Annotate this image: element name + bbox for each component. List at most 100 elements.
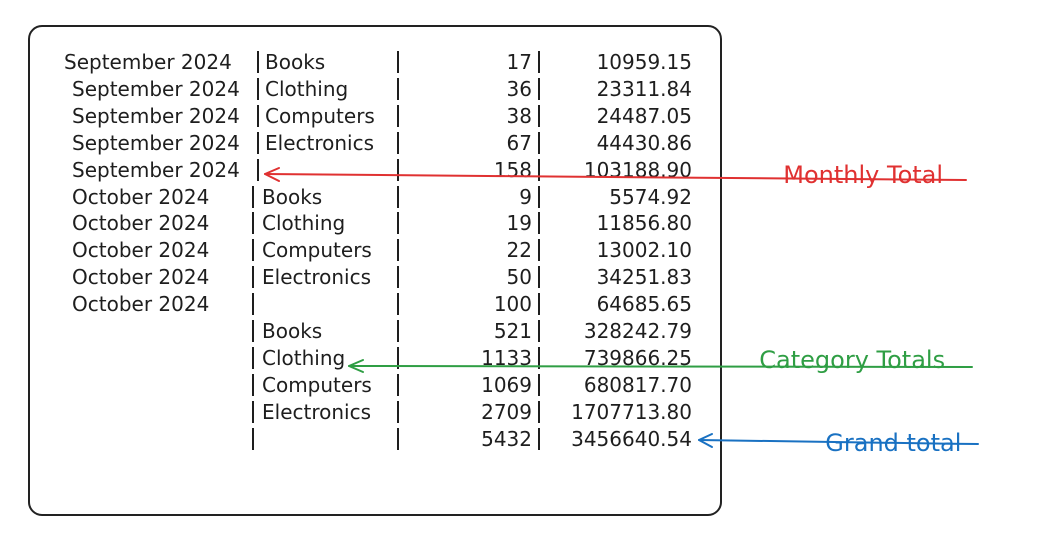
- category-cell: Computers: [265, 103, 375, 128]
- category-cell: Books: [262, 184, 323, 209]
- column-separator: [397, 239, 399, 262]
- count-cell: 1133: [481, 345, 532, 370]
- count-cell: 36: [506, 76, 532, 101]
- total-cell: 5574.92: [609, 184, 692, 209]
- count-cell: 521: [493, 319, 532, 343]
- total-cell: 680817.70: [583, 372, 692, 397]
- total-cell: 3456640.54: [571, 426, 692, 451]
- column-separator: [538, 427, 540, 450]
- column-separator: [252, 320, 254, 342]
- total-cell: 1707713.80: [571, 399, 692, 424]
- count-cell: 158: [493, 157, 532, 182]
- column-separator: [538, 239, 540, 262]
- column-separator: [257, 104, 259, 127]
- month-cell: September 2024: [64, 50, 232, 74]
- category-cell: Books: [265, 50, 326, 74]
- category-cell: Electronics: [262, 399, 372, 424]
- count-cell: 67: [506, 130, 532, 155]
- column-separator: [257, 158, 259, 181]
- month-cell: October 2024: [72, 238, 210, 263]
- month-cell: October 2024: [72, 265, 210, 290]
- column-separator: [257, 51, 259, 73]
- column-separator: [538, 77, 540, 100]
- month-cell: October 2024: [72, 292, 210, 317]
- count-cell: 5432: [481, 426, 532, 451]
- count-cell: 38: [506, 103, 532, 128]
- column-separator: [252, 400, 254, 423]
- column-separator: [257, 77, 259, 100]
- column-separator: [538, 373, 540, 396]
- column-separator: [397, 427, 399, 450]
- category-cell: Electronics: [265, 130, 375, 155]
- column-separator: [252, 266, 254, 289]
- column-separator: [397, 266, 399, 289]
- column-separator: [252, 427, 254, 450]
- total-cell: 739866.25: [583, 345, 692, 370]
- count-cell: 2709: [481, 399, 532, 424]
- column-separator: [538, 400, 540, 423]
- column-separator: [538, 320, 540, 342]
- column-separator: [538, 346, 540, 369]
- category-cell: Electronics: [262, 265, 372, 290]
- column-separator: [252, 293, 254, 316]
- total-cell: 34251.83: [596, 265, 692, 290]
- column-separator: [538, 158, 540, 181]
- category-cell: Clothing: [262, 345, 346, 370]
- column-separator: [397, 131, 399, 154]
- column-separator: [397, 158, 399, 181]
- total-cell: 328242.79: [583, 319, 692, 343]
- column-separator: [252, 346, 254, 369]
- column-separator: [252, 185, 254, 208]
- count-cell: 1069: [481, 372, 532, 397]
- monthly-total-label: Monthly Total: [783, 161, 944, 189]
- column-separator: [397, 212, 399, 235]
- column-separator: [397, 400, 399, 423]
- total-cell: 44430.86: [596, 130, 692, 155]
- total-cell: 24487.05: [596, 103, 692, 128]
- count-cell: 9: [519, 184, 532, 209]
- count-cell: 50: [506, 265, 532, 290]
- column-separator: [538, 185, 540, 208]
- count-cell: 100: [493, 292, 532, 317]
- total-cell: 13002.10: [596, 238, 692, 263]
- category-cell: Computers: [262, 372, 372, 397]
- category-cell: Computers: [262, 238, 372, 263]
- column-separator: [252, 239, 254, 262]
- result-table-card: [28, 25, 722, 516]
- column-separator: [252, 373, 254, 396]
- column-separator: [397, 373, 399, 396]
- month-cell: October 2024: [72, 211, 210, 236]
- category-cell: Books: [262, 319, 323, 343]
- total-cell: 23311.84: [596, 76, 692, 101]
- count-cell: 17: [506, 50, 532, 74]
- month-cell: October 2024: [72, 184, 210, 209]
- column-separator: [538, 212, 540, 235]
- column-separator: [397, 51, 399, 73]
- column-separator: [257, 131, 259, 154]
- total-cell: 64685.65: [596, 292, 692, 317]
- column-separator: [538, 293, 540, 316]
- column-separator: [397, 77, 399, 100]
- column-separator: [397, 185, 399, 208]
- month-cell: September 2024: [72, 157, 240, 182]
- column-separator: [252, 212, 254, 235]
- column-separator: [397, 320, 399, 342]
- count-cell: 22: [506, 238, 532, 263]
- column-separator: [397, 104, 399, 127]
- category-cell: Clothing: [265, 76, 349, 101]
- month-cell: September 2024: [72, 130, 240, 155]
- column-separator: [397, 346, 399, 369]
- column-separator: [538, 266, 540, 289]
- column-separator: [538, 131, 540, 154]
- column-separator: [538, 51, 540, 73]
- total-cell: 103188.90: [583, 157, 692, 182]
- category-totals-label: Category Totals: [759, 346, 946, 374]
- grand-total-label: Grand total: [825, 429, 962, 457]
- count-cell: 19: [506, 211, 532, 236]
- category-cell: Clothing: [262, 211, 346, 236]
- total-cell: 10959.15: [596, 50, 692, 74]
- column-separator: [397, 293, 399, 316]
- month-cell: September 2024: [72, 76, 240, 101]
- total-cell: 11856.80: [596, 211, 692, 236]
- month-cell: September 2024: [72, 103, 240, 128]
